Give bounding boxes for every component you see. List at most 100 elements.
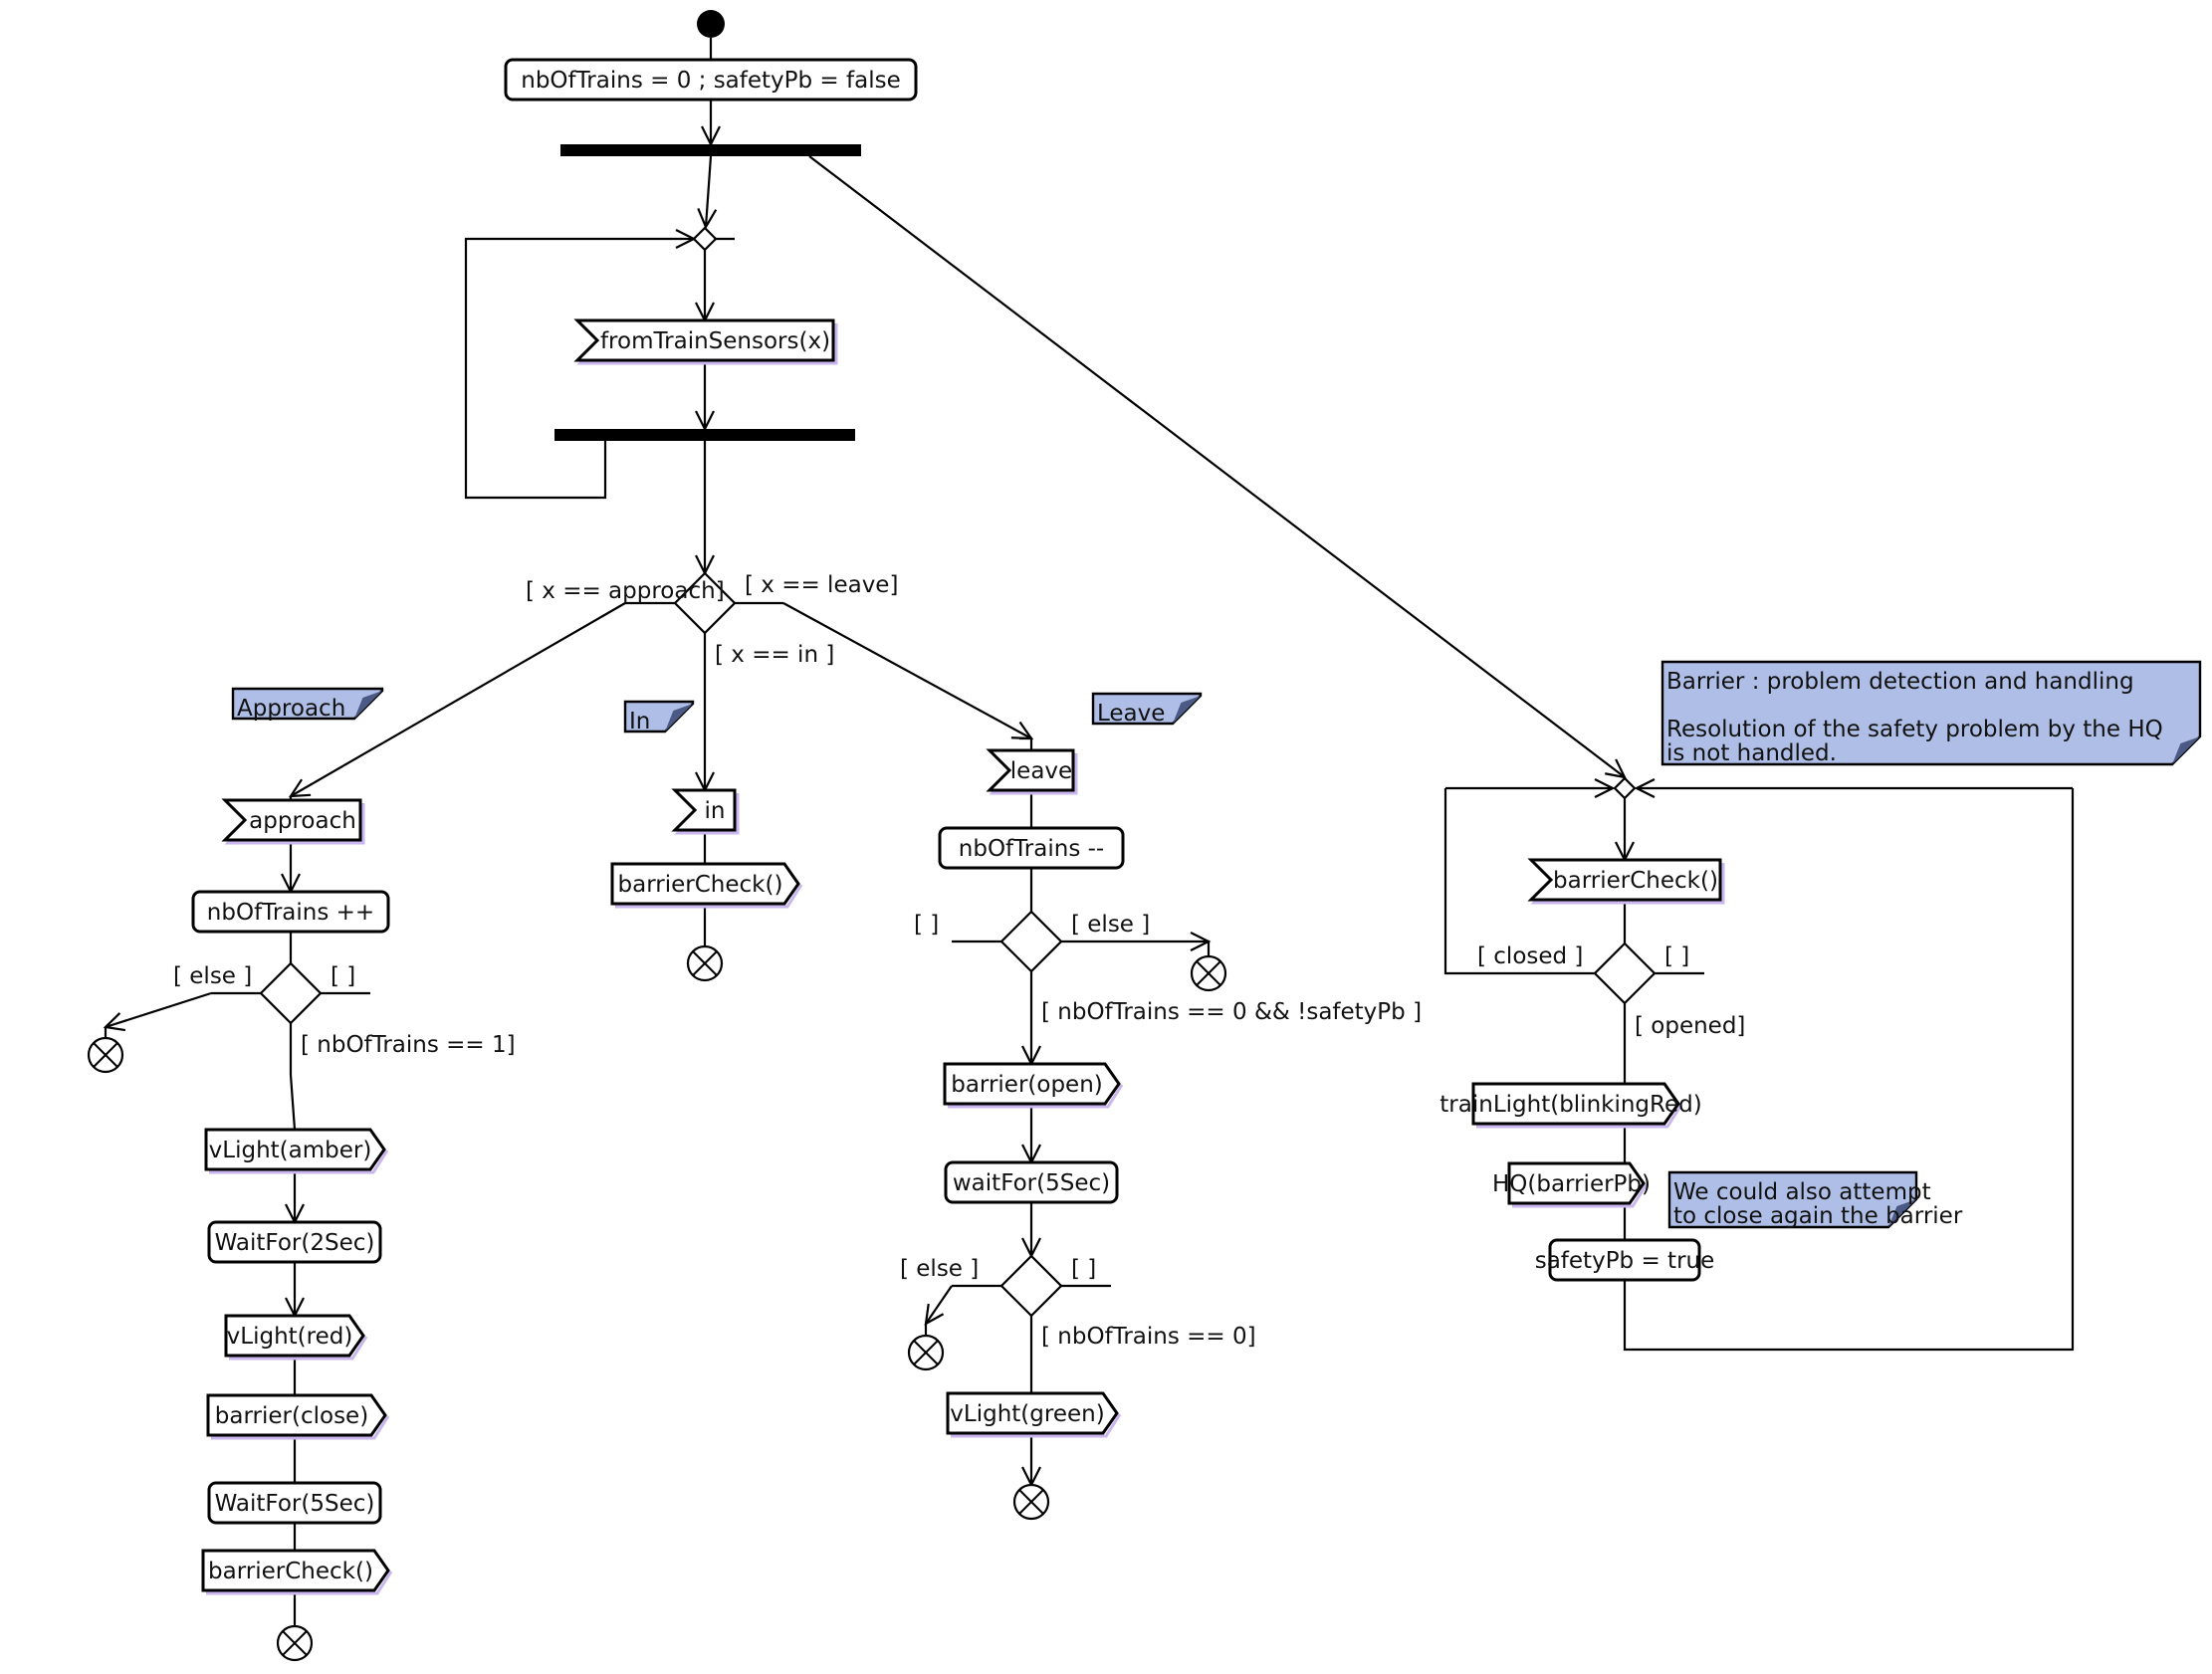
action-waitfor-5sec[interactable]: WaitFor(5Sec): [207, 1481, 382, 1525]
guard-nbOfTrains-0: [ nbOfTrains == 0]: [1041, 1324, 1256, 1350]
note-fold-icon: [354, 691, 382, 719]
note-fold-icon: [1888, 1199, 1916, 1227]
action-node-frame: [207, 1481, 382, 1525]
action-node-frame: [938, 826, 1125, 870]
initial-node-icon: [697, 10, 725, 38]
node-shadow: [229, 1336, 368, 1360]
note-barrier: Barrier : problem detection and handling…: [1660, 660, 2202, 766]
action-node-frame: [944, 1160, 1119, 1204]
merge-node-main[interactable]: [692, 226, 718, 252]
guard-approach: [ x == approach]: [526, 578, 725, 604]
send-vlight-amber[interactable]: vLight(amber): [204, 1128, 389, 1174]
guard-empty-leave2: [ ]: [1071, 1256, 1096, 1282]
action-label: nbOfTrains --: [959, 836, 1104, 862]
send-barriercheck-approach[interactable]: barrierCheck(): [201, 1549, 393, 1595]
receive-signal-frame: [986, 748, 1075, 792]
edge-to-vlight-amber: [289, 1023, 297, 1131]
decision-node-barrier[interactable]: [1593, 942, 1657, 1005]
send-trainlight-blinkingred[interactable]: trainLight(blinkingRed): [1439, 1082, 1702, 1129]
decision-node-leave-2[interactable]: [999, 1254, 1063, 1318]
action-node-frame: [207, 1220, 382, 1264]
flow-final-approach: [276, 1624, 314, 1662]
merge-node-barrier[interactable]: [1613, 776, 1637, 800]
action-node-frame: [191, 890, 390, 934]
send-signal-frame: [610, 862, 800, 906]
send-vlight-green[interactable]: vLight(green): [946, 1391, 1122, 1438]
receive-signal-frame: [221, 798, 362, 842]
arrowhead-icon: [1190, 932, 1212, 951]
action-increment-trains[interactable]: nbOfTrains ++: [191, 890, 390, 934]
note-text: In: [629, 709, 650, 734]
edge-to-approach: [290, 602, 626, 797]
edge-else-final: [105, 991, 212, 1029]
guard-leave: [ x == leave]: [745, 572, 898, 598]
send-signal-label: vLight(red): [227, 1324, 353, 1350]
action-waitfor-2sec[interactable]: WaitFor(2Sec): [207, 1220, 382, 1264]
note-approach: Approach: [231, 687, 384, 722]
send-signal-frame: [943, 1062, 1121, 1106]
fork-bar-top[interactable]: [560, 144, 861, 156]
init-action[interactable]: nbOfTrains = 0 ; safetyPb = false: [504, 58, 918, 102]
node-shadow: [211, 1415, 390, 1440]
edge-fork-barrier: [808, 155, 1626, 778]
decision-node-signal[interactable]: [673, 571, 737, 635]
send-barrier-open[interactable]: barrier(open): [943, 1062, 1124, 1109]
receive-signal-label: barrierCheck(): [1553, 868, 1718, 894]
guard-empty: [ ]: [331, 963, 355, 989]
send-signal-label: vLight(amber): [209, 1138, 372, 1163]
receive-approach[interactable]: approach: [221, 798, 365, 845]
receive-signal-frame: [671, 788, 737, 832]
send-signal-frame: [1507, 1161, 1646, 1205]
receive-fromTrainSensors[interactable]: fromTrainSensors(x): [573, 318, 838, 365]
node-shadow: [1512, 1183, 1649, 1208]
note-text: Barrier : problem detection and handling: [1666, 669, 2134, 695]
edge-fork-merge: [704, 155, 713, 228]
send-barrier-close[interactable]: barrier(close): [206, 1393, 390, 1440]
action-label: WaitFor(5Sec): [215, 1491, 375, 1517]
labels-layer: [ x == approach][ x == leave][ x == in ]…: [173, 572, 1745, 1350]
send-signal-frame: [1471, 1082, 1680, 1126]
send-hq-barrierpb[interactable]: HQ(barrierPb): [1492, 1161, 1651, 1208]
action-label: waitFor(5Sec): [953, 1170, 1110, 1196]
note-text: We could also attempt: [1673, 1179, 1931, 1205]
send-vlight-red[interactable]: vLight(red): [224, 1314, 368, 1360]
flow-final-leave-else2: [907, 1334, 945, 1371]
node-shadow: [209, 1150, 389, 1174]
receive-signal-frame: [1527, 858, 1722, 902]
receive-in[interactable]: in: [671, 788, 740, 835]
flow-final-leave-else: [1190, 954, 1227, 992]
send-signal-frame: [204, 1128, 386, 1171]
note-in: In: [623, 700, 695, 734]
guard-opened: [ opened]: [1635, 1013, 1745, 1039]
send-barriercheck-in[interactable]: barrierCheck(): [610, 862, 803, 909]
edge-else-leave2: [925, 1285, 953, 1325]
action-waitfor-5sec-leave[interactable]: waitFor(5Sec): [944, 1160, 1119, 1204]
guard-else-leave2: [ else ]: [900, 1256, 979, 1282]
edges-layer: [103, 38, 2075, 1626]
send-signal-label: barrierCheck(): [618, 872, 783, 898]
receive-signal-label: fromTrainSensors(x): [600, 328, 830, 354]
flow-final-leave: [1012, 1483, 1050, 1521]
edge-else-leave: [1061, 940, 1211, 956]
action-safetypb-true[interactable]: safetyPb = true: [1535, 1238, 1715, 1282]
guard-empty-barrier: [ ]: [1664, 943, 1689, 969]
node-shadow: [951, 1413, 1122, 1438]
note-text: to close again the barrier: [1673, 1203, 1963, 1229]
send-signal-label: HQ(barrierPb): [1492, 1171, 1651, 1197]
send-signal-label: trainLight(blinkingRed): [1439, 1092, 1701, 1118]
note-leave: Leave: [1091, 692, 1203, 727]
receive-leave[interactable]: leave: [986, 748, 1078, 795]
receive-signal-frame: [573, 318, 835, 362]
edge-closed-loop: [1443, 788, 1595, 975]
action-decrement-trains[interactable]: nbOfTrains --: [938, 826, 1125, 870]
fork-bar-loop[interactable]: [554, 429, 855, 441]
action-label: safetyPb = true: [1535, 1248, 1715, 1274]
guard-else: [ else ]: [173, 963, 252, 989]
decision-node-approach[interactable]: [259, 961, 323, 1025]
arrowhead-icon: [1594, 778, 1616, 798]
decision-node-leave[interactable]: [999, 910, 1063, 973]
receive-barriercheck[interactable]: barrierCheck(): [1527, 858, 1725, 905]
action-label: nbOfTrains ++: [207, 900, 374, 926]
edge-to-leave: [782, 602, 1032, 739]
